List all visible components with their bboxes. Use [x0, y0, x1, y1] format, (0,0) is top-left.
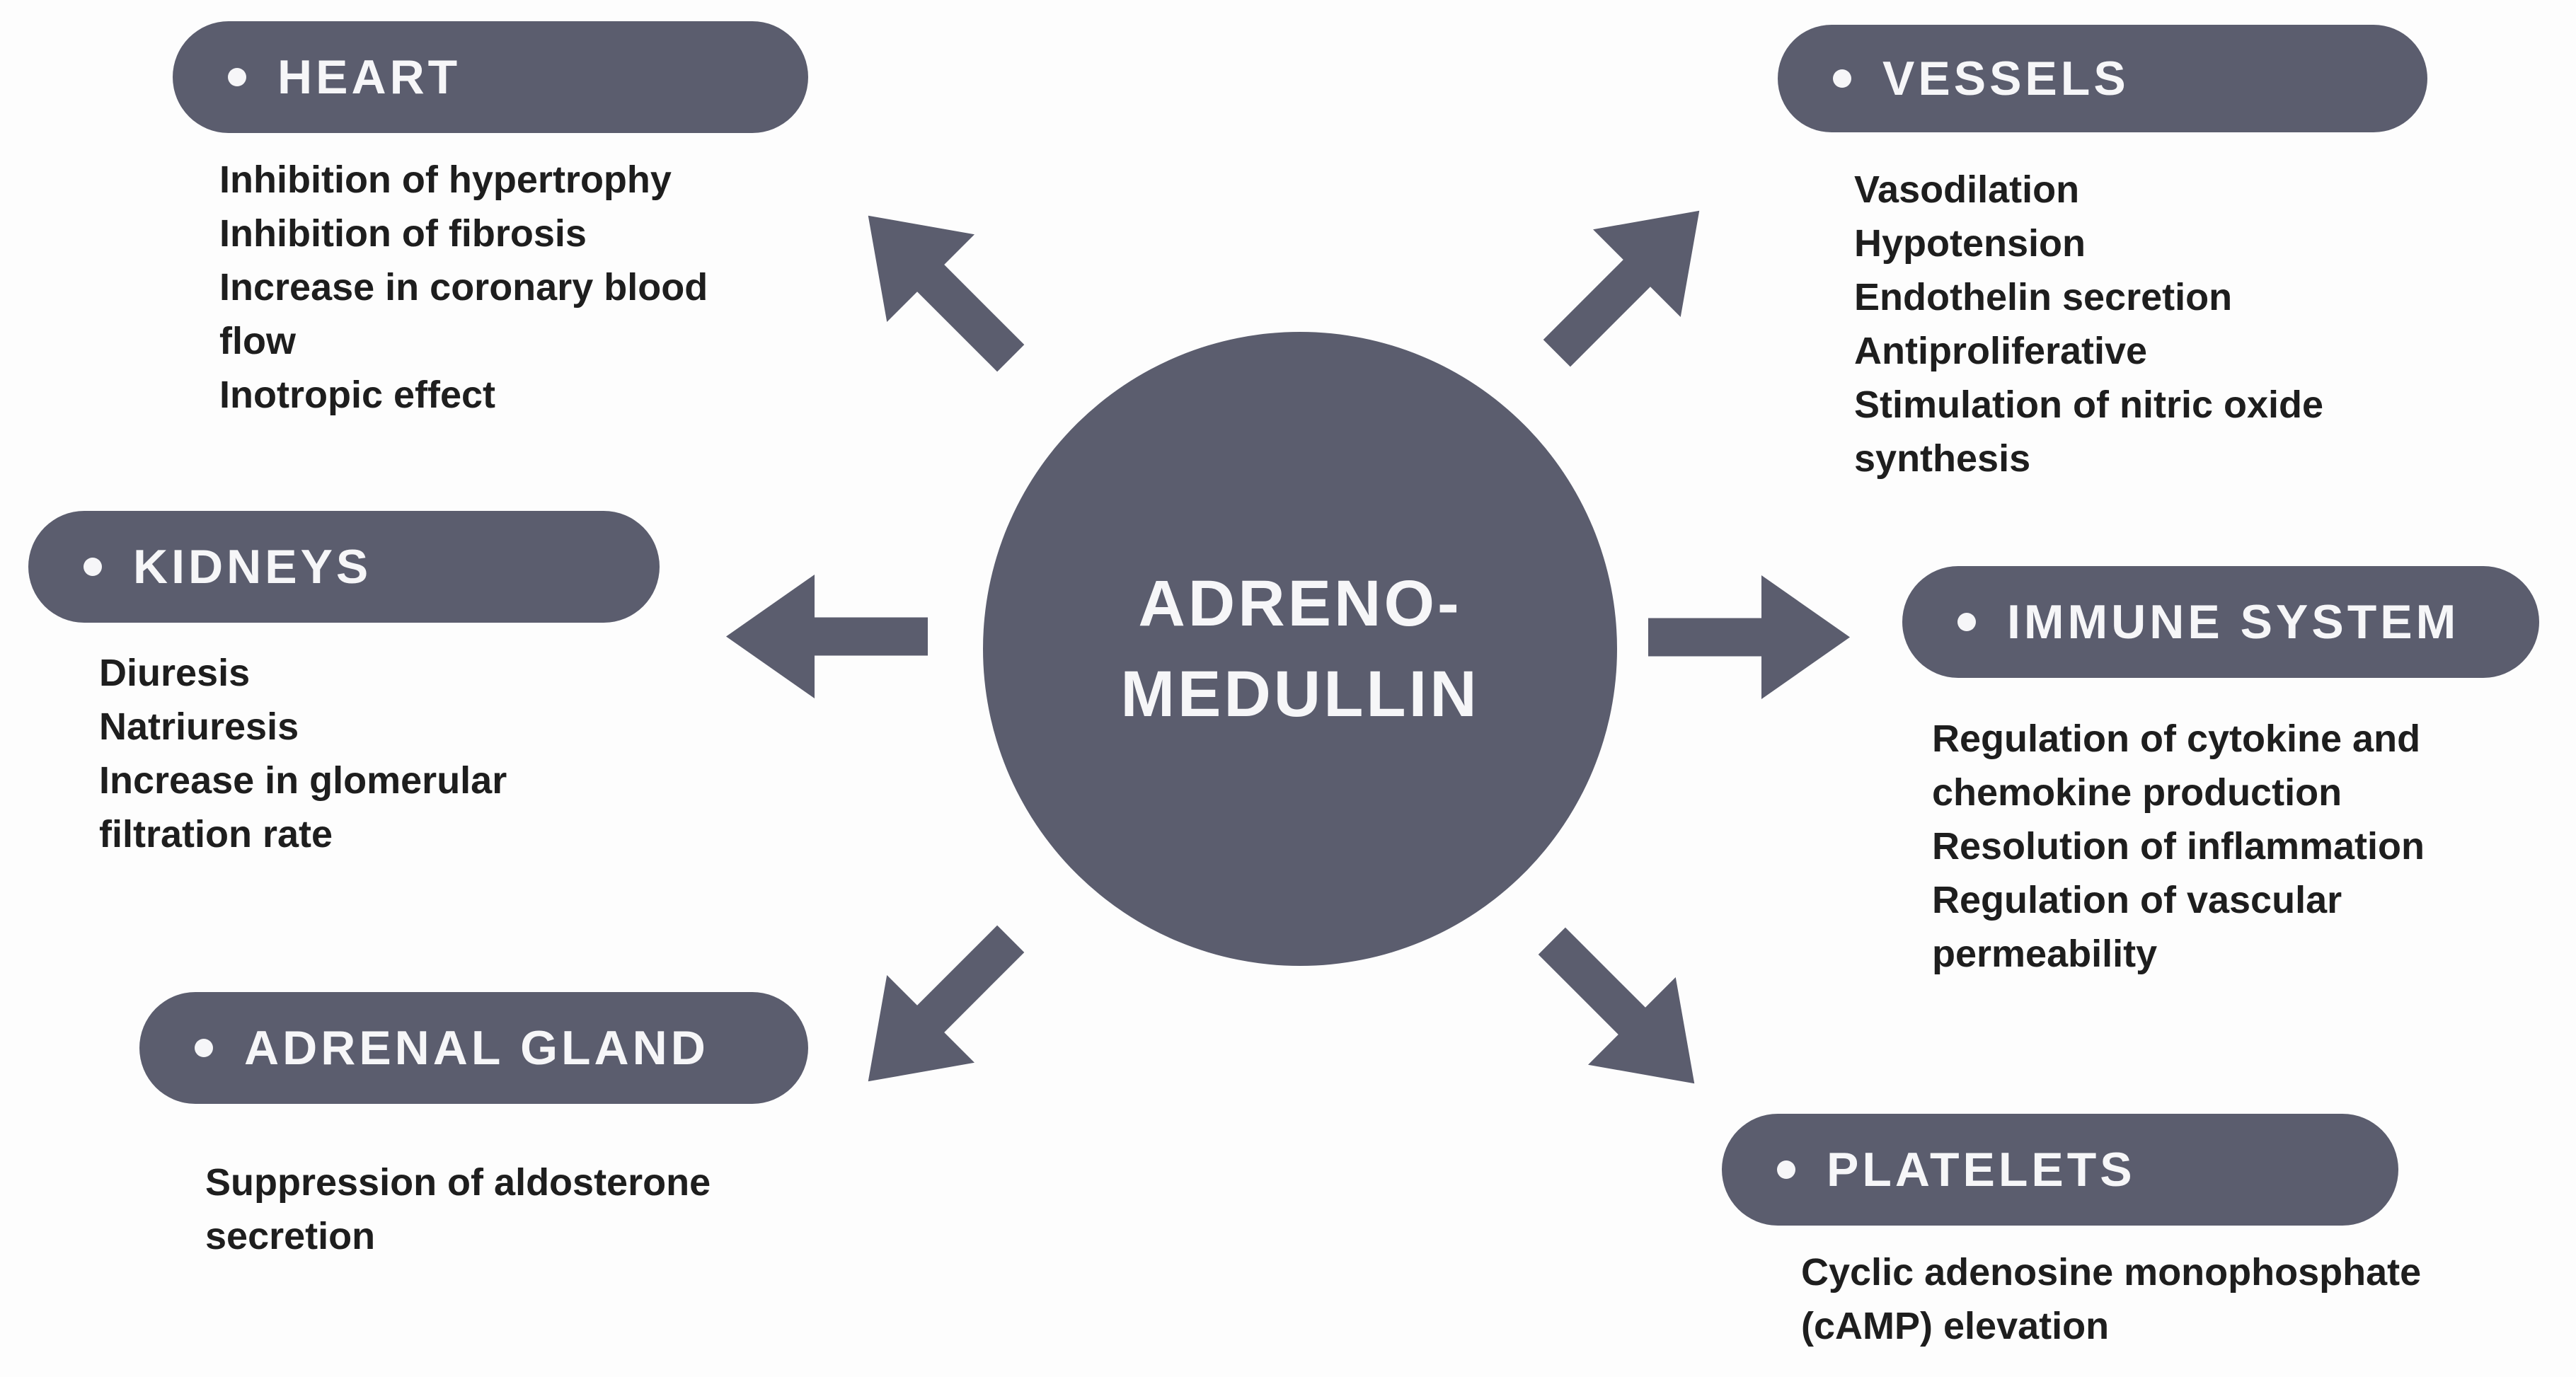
list-item: Vasodilation — [1854, 168, 2080, 211]
center-node-label: ADRENO- MEDULLIN — [1120, 558, 1479, 739]
vessels-effects-list: Vasodilation Hypotension Endothelin secr… — [1854, 163, 2420, 485]
list-item: Diuresis — [99, 652, 251, 694]
bullet-dot-icon — [228, 68, 246, 86]
immune-system-arrow-icon — [1648, 575, 1850, 699]
bullet-dot-icon — [1777, 1160, 1795, 1179]
bullet-dot-icon — [1833, 69, 1851, 88]
kidneys-pill: KIDNEYS — [28, 511, 660, 623]
list-item: Natriuresis — [99, 705, 299, 748]
list-item: Suppression of aldosterone secretion — [205, 1161, 711, 1257]
list-item: Increase in glomerular filtration rate — [99, 759, 507, 855]
center-node-adrenomedullin: ADRENO- MEDULLIN — [983, 332, 1617, 966]
center-label-line2: MEDULLIN — [1120, 658, 1480, 730]
list-item: Inotropic effect — [219, 374, 496, 416]
platelets-effects-list: Cyclic adenosine monophosphate (cAMP) el… — [1801, 1245, 2502, 1353]
kidneys-effects-list: Diuresis Natriuresis Increase in glomeru… — [99, 646, 566, 861]
adrenal-gland-effects-list: Suppression of aldosterone secretion — [205, 1156, 771, 1263]
kidneys-pill-label: KIDNEYS — [133, 540, 372, 594]
list-item: Resolution of inflammation — [1932, 825, 2425, 868]
list-item: Endothelin secretion — [1854, 276, 2233, 318]
adrenal-gland-pill-label: ADRENAL GLAND — [244, 1021, 709, 1075]
platelets-pill: PLATELETS — [1722, 1114, 2398, 1226]
platelets-pill-label: PLATELETS — [1827, 1143, 2136, 1197]
bullet-dot-icon — [1957, 613, 1976, 631]
list-item: Regulation of vascular permeability — [1932, 879, 2342, 975]
adrenal-gland-arrow-icon — [868, 925, 1025, 1082]
bullet-dot-icon — [84, 558, 102, 576]
list-item: Hypotension — [1854, 222, 2086, 265]
heart-pill-label: HEART — [277, 50, 461, 104]
immune-system-effects-list: Regulation of cytokine and chemokine pro… — [1932, 712, 2498, 981]
list-item: Cyclic adenosine monophosphate (cAMP) el… — [1801, 1251, 2422, 1347]
vessels-pill: VESSELS — [1778, 25, 2427, 132]
immune-system-pill: IMMUNE SYSTEM — [1902, 566, 2539, 678]
adrenal-gland-pill: ADRENAL GLAND — [139, 992, 808, 1104]
heart-effects-list: Inhibition of hypertrophy Inhibition of … — [219, 153, 786, 422]
immune-system-pill-label: IMMUNE SYSTEM — [2007, 595, 2460, 649]
bullet-dot-icon — [195, 1039, 213, 1057]
list-item: Regulation of cytokine and chemokine pro… — [1932, 718, 2421, 814]
list-item: Inhibition of fibrosis — [219, 212, 587, 255]
heart-arrow-icon — [868, 215, 1025, 372]
list-item: Increase in coronary blood flow — [219, 266, 708, 362]
vessels-arrow-icon — [1543, 210, 1700, 367]
vessels-pill-label: VESSELS — [1882, 52, 2129, 105]
list-item: Stimulation of nitric oxide synthesis — [1854, 384, 2324, 480]
kidneys-arrow-icon — [726, 575, 928, 698]
heart-pill: HEART — [173, 21, 808, 133]
platelets-arrow-icon — [1538, 927, 1695, 1084]
list-item: Antiproliferative — [1854, 330, 2148, 372]
center-label-line1: ADRENO- — [1138, 567, 1462, 640]
list-item: Inhibition of hypertrophy — [219, 159, 672, 201]
